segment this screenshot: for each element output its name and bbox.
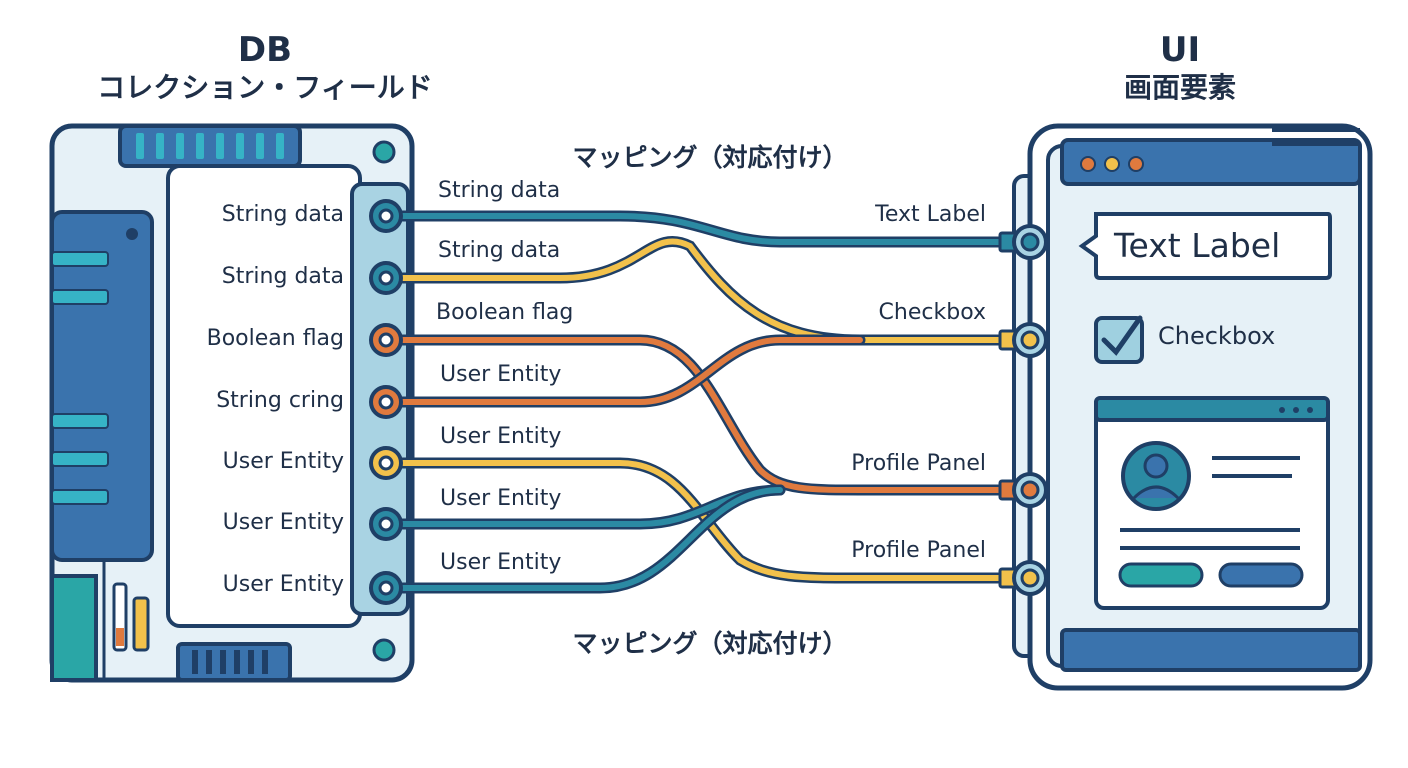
ui-port-dot: [1020, 232, 1040, 252]
ui-checkbox-label: Checkbox: [1158, 322, 1276, 350]
db-field-label: User Entity: [222, 572, 344, 597]
ui-subtitle: 画面要素: [1123, 71, 1236, 104]
wires: [384, 210, 1016, 594]
profile-button-1[interactable]: [1118, 562, 1204, 588]
mapping-caption-top: マッピング（対応付け）: [572, 143, 848, 172]
db-port-hole: [378, 394, 394, 410]
ui-port-dot: [1020, 330, 1040, 350]
wire-label: User Entity: [440, 424, 562, 449]
ui-title: UI: [1159, 30, 1201, 70]
wire-label: String data: [438, 238, 561, 263]
ui-port-label: Profile Panel: [851, 538, 986, 563]
ui-port-label: Text Label: [875, 202, 986, 227]
ui-port-dot: [1020, 568, 1040, 588]
wire-label: User Entity: [440, 362, 562, 387]
wire-label: User Entity: [440, 486, 562, 511]
db-port-hole: [378, 516, 394, 532]
db-port-hole: [378, 332, 394, 348]
ui-heading: UI 画面要素: [1080, 30, 1280, 106]
ui-window: [1012, 123, 1373, 691]
db-field-label: String data: [221, 202, 344, 227]
db-field-label: User Entity: [222, 510, 344, 535]
db-ports: [369, 199, 403, 605]
db-field-label: User Entity: [222, 449, 344, 474]
db-heading: DB コレクション・フィールド: [80, 30, 450, 106]
db-title: DB: [237, 30, 293, 70]
db-field-label: String data: [221, 264, 344, 289]
ui-port-label: Profile Panel: [851, 451, 986, 476]
db-board: [49, 123, 415, 683]
db-subtitle: コレクション・フィールド: [97, 71, 433, 104]
db-port-hole: [378, 580, 394, 596]
mapping-caption-bottom: マッピング（対応付け）: [572, 629, 848, 658]
checkmark-icon: [1101, 315, 1143, 356]
wire-label: Boolean flag: [436, 300, 574, 325]
ui-port-dot: [1020, 480, 1040, 500]
db-port-hole: [378, 270, 394, 286]
profile-button-2[interactable]: [1218, 562, 1304, 588]
db-port-hole: [378, 455, 394, 471]
wire-label: User Entity: [440, 550, 562, 575]
ui-text-label: Text Label: [1114, 226, 1281, 265]
wire-label: String data: [438, 178, 561, 203]
ui-port-label: Checkbox: [878, 300, 986, 325]
db-field-label: String cring: [216, 388, 344, 413]
db-port-hole: [378, 208, 394, 224]
db-field-label: Boolean flag: [206, 326, 344, 351]
ui-ports: [998, 224, 1048, 596]
